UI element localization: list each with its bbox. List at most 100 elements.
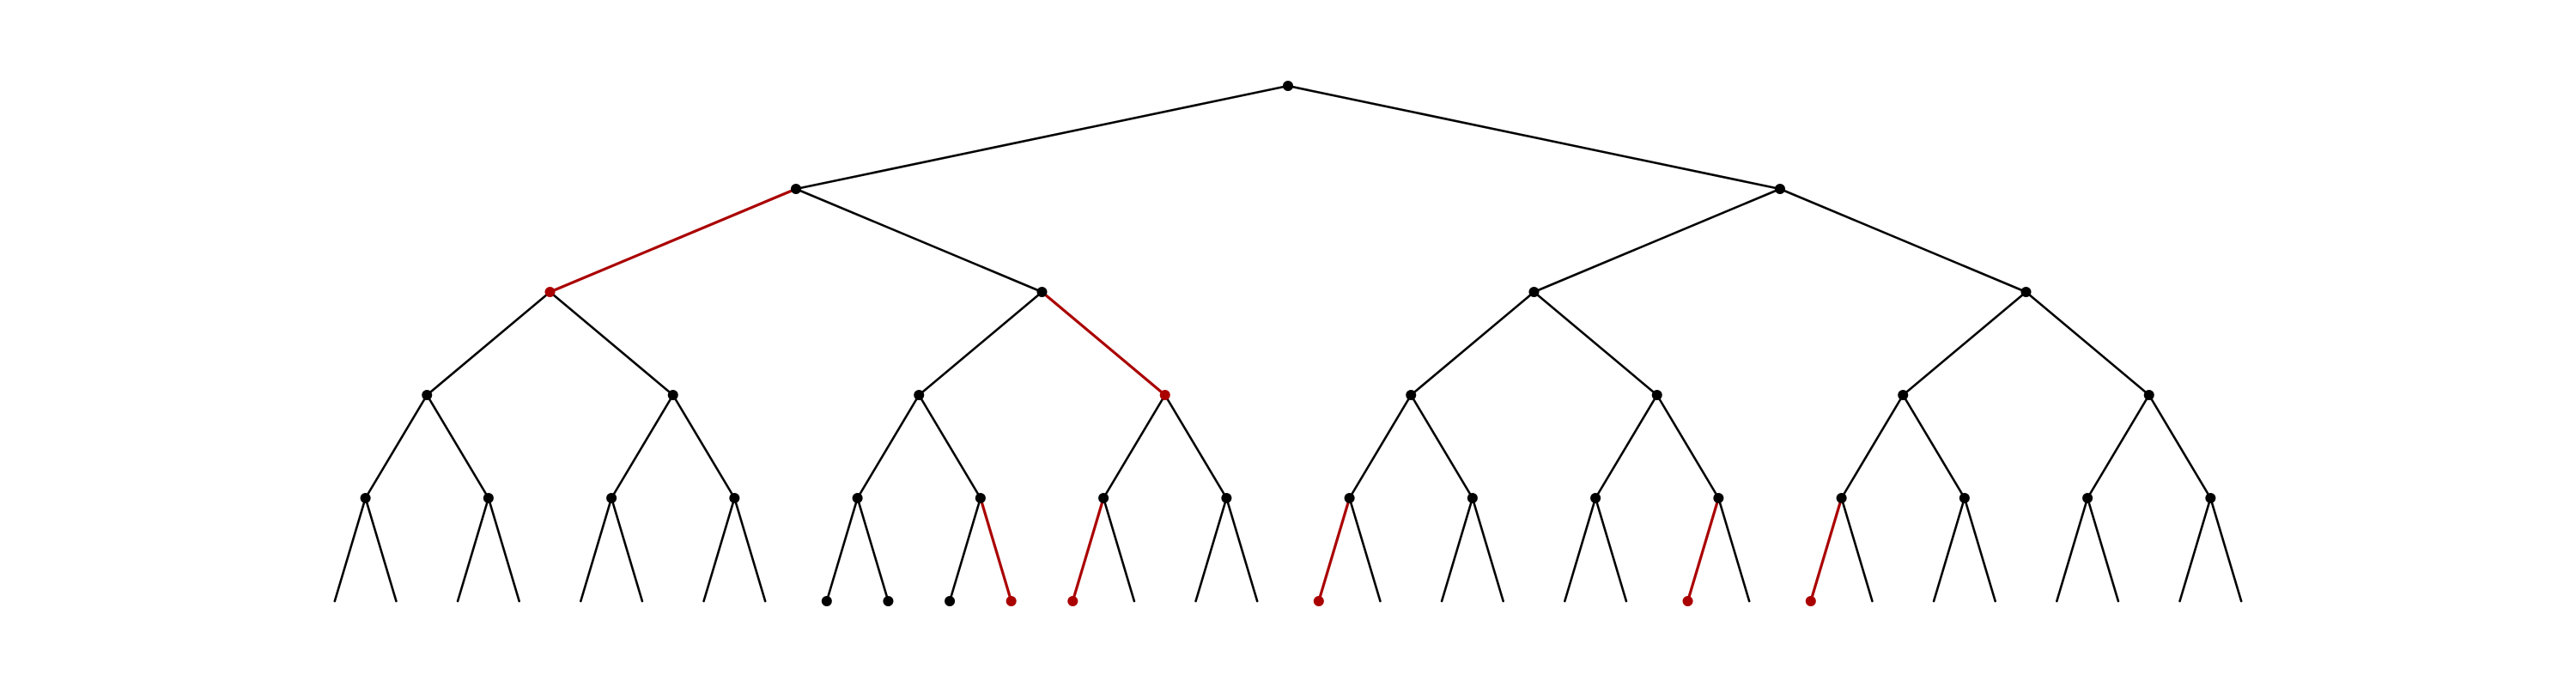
tree-edge-lrll: [856, 393, 920, 500]
tree-node-lrlll: [821, 596, 832, 606]
tree-edge-rrrrr: [2209, 496, 2243, 603]
tree-edge-rll: [1409, 290, 1535, 397]
tree-node-rl: [1528, 287, 1540, 297]
tree-node-rlrrl: [1682, 596, 1693, 606]
tree-node-rrll: [1836, 493, 1847, 503]
tree-node-rrrr: [2205, 493, 2216, 503]
tree-edge-rrrlr: [2086, 496, 2120, 603]
tree-node-rlll: [1344, 493, 1355, 503]
tree-edge-lllrl: [456, 496, 490, 603]
tree-node-lrllr: [883, 596, 894, 606]
tree-edge-rlr: [1533, 290, 1659, 397]
tree-edge-lrrr: [1163, 393, 1228, 500]
tree-edge-llll: [364, 393, 428, 500]
tree-edge-lrlrl: [948, 496, 982, 603]
tree-edge-ll: [548, 187, 798, 294]
tree-node-llrr: [729, 493, 740, 503]
tree-node-l: [791, 184, 801, 194]
tree-node-rlrr: [1713, 493, 1724, 503]
tree-edge-rl: [1533, 187, 1782, 294]
tree-edge-rllr: [1409, 393, 1474, 500]
tree-node-lrl: [914, 390, 925, 400]
tree-edge-rllrr: [1471, 496, 1504, 603]
tree-edge-rrrrl: [2178, 496, 2212, 603]
tree-node-llrl: [606, 493, 617, 503]
tree-node-root: [1283, 81, 1293, 91]
tree-node-rrrl: [2082, 493, 2093, 503]
tree-edge-rrrr: [2148, 393, 2212, 500]
tree-edge-rrll: [1840, 393, 1905, 500]
tree-edge-rlrl: [1594, 393, 1659, 500]
tree-edge-rrlll: [1809, 496, 1844, 603]
tree-edge-lllrr: [487, 496, 520, 603]
tree-edge-lrl: [917, 290, 1043, 397]
tree-node-ll: [544, 287, 556, 297]
tree-edge-rrlr: [1901, 393, 1966, 500]
tree-edge-rrlrl: [1932, 496, 1966, 603]
tree-edge-rrl: [1901, 290, 2027, 397]
tree-edge-lrllr: [856, 496, 890, 603]
tree-edge-llrlr: [610, 496, 644, 603]
tree-node-lr: [1036, 287, 1048, 297]
tree-node-rrlll: [1805, 596, 1816, 606]
tree-node-lrr: [1159, 390, 1170, 400]
tree-edge-lrlr: [917, 393, 982, 500]
tree-node-rllll: [1313, 596, 1324, 606]
tree-node-rllr: [1467, 493, 1478, 503]
tree-edge-rlll: [1348, 393, 1413, 500]
tree-edge-lllll: [333, 496, 367, 603]
tree-node-lllr: [483, 493, 494, 503]
tree-edge-l: [794, 84, 1290, 191]
tree-edge-llllr: [364, 496, 398, 603]
tree-node-r: [1775, 184, 1785, 194]
tree-edge-rrllr: [1840, 496, 1874, 603]
tree-edge-lrrl: [1102, 393, 1167, 500]
tree-node-llr: [667, 390, 678, 400]
tree-node-rrl: [1898, 390, 1909, 400]
tree-edge-lrlrr: [979, 496, 1013, 603]
tree-node-lrlr: [975, 493, 986, 503]
tree-edge-llrr: [671, 393, 736, 500]
tree-edge-rrrl: [2086, 393, 2151, 500]
tree-edge-lllr: [425, 393, 490, 500]
tree-node-lrrr: [1221, 493, 1232, 503]
tree-edge-lrrll: [1071, 496, 1105, 603]
tree-edge-rlrr: [1656, 393, 1720, 500]
tree-node-lrlrl: [945, 596, 956, 606]
tree-node-rrlr: [1959, 493, 1970, 503]
tree-edge-lll: [425, 290, 551, 397]
tree-edge-rrlrr: [1963, 496, 1996, 603]
tree-edge-rllll: [1317, 496, 1352, 603]
tree-edge-lrrrr: [1225, 496, 1259, 603]
tree-edge-rlrrl: [1686, 496, 1720, 603]
tree-node-llll: [360, 493, 371, 503]
tree-node-rll: [1406, 390, 1417, 400]
tree-node-lrll: [852, 493, 863, 503]
tree-edge-lrlll: [825, 496, 859, 603]
tree-edge-llrl: [610, 393, 675, 500]
tree-node-rr: [2020, 287, 2032, 297]
tree-edge-llrrr: [733, 496, 767, 603]
tree-edge-lrrlr: [1102, 496, 1136, 603]
tree-node-lrrl: [1098, 493, 1109, 503]
tree-node-rrr: [2143, 390, 2154, 400]
tree-edge-rrrll: [2056, 496, 2089, 603]
tree-node-lrrll: [1067, 596, 1078, 606]
tree-edge-rrr: [2025, 290, 2151, 397]
tree-edge-rlrll: [1564, 496, 1597, 603]
tree-edge-rr: [1778, 187, 2027, 294]
tree-edge-rlrrr: [1717, 496, 1751, 603]
tree-edge-rllrl: [1440, 496, 1474, 603]
tree-edge-rlrlr: [1594, 496, 1628, 603]
tree-node-lll: [422, 390, 433, 400]
tree-edge-lrrrl: [1194, 496, 1228, 603]
tree-edge-r: [1286, 84, 1782, 191]
tree-node-rlr: [1651, 390, 1662, 400]
tree-node-rlrl: [1590, 493, 1601, 503]
tree-edge-lr: [794, 187, 1043, 294]
tree-edge-llrrl: [702, 496, 736, 603]
tree-edge-rlllr: [1348, 496, 1382, 603]
tree-edge-lrr: [1040, 290, 1167, 397]
